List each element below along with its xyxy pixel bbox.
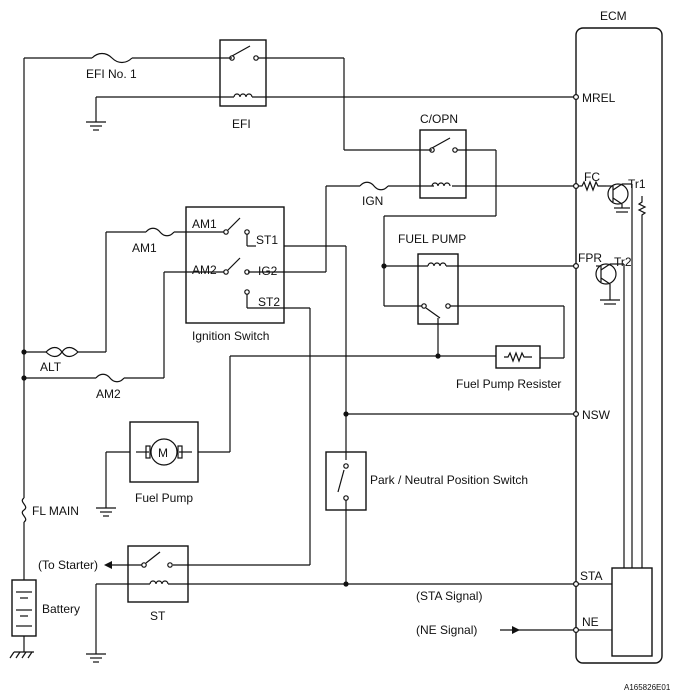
sta-label: STA (580, 569, 602, 583)
relay-contact (452, 147, 458, 153)
ignition-switch-box (185, 206, 285, 324)
ecm-terminal (572, 580, 579, 587)
switch-contact (343, 495, 349, 501)
transistor-tr2-icon (595, 263, 625, 568)
ground-icon (9, 651, 34, 659)
fc-label: FC (584, 170, 600, 184)
st-relay-coil (149, 580, 169, 585)
motor-icon (150, 438, 178, 466)
ecm-internal-block (611, 567, 653, 657)
motor-brush (145, 445, 151, 459)
am2-fuse (95, 373, 125, 383)
fc-resistor (578, 180, 606, 192)
am2-switch-label: AM2 (192, 263, 217, 277)
fuel-pump-relay-coil (427, 262, 447, 267)
ne-label: NE (582, 615, 599, 629)
ecm-terminal (572, 93, 579, 100)
efi-no1-fuse (91, 52, 133, 64)
switch-blade (227, 217, 241, 231)
ground-icon (86, 653, 106, 663)
nsw-label: NSW (582, 408, 611, 422)
am1-switch-label: AM1 (192, 217, 217, 231)
mrel-label: MREL (582, 91, 616, 105)
switch-contact (244, 289, 250, 295)
fl-main-label: FL MAIN (32, 504, 79, 518)
efi-no1-label: EFI No. 1 (86, 67, 137, 81)
efi-relay-coil (233, 93, 253, 98)
sta-signal-label: (STA Signal) (416, 589, 482, 603)
st1-label: ST1 (256, 233, 278, 247)
efi-relay-label: EFI (232, 117, 251, 131)
relay-switch-blade (145, 551, 161, 564)
ecm-terminal (572, 626, 579, 633)
relay-contact (141, 562, 147, 568)
ecm-terminal (572, 183, 579, 190)
copn-relay-box (419, 129, 467, 199)
ecm-terminal (572, 263, 579, 270)
alt-label: ALT (40, 360, 62, 374)
to-starter-label: (To Starter) (38, 558, 98, 572)
relay-contact (421, 303, 427, 309)
ecm-terminal (572, 411, 579, 418)
efi-relay-box (219, 39, 267, 107)
tr1-label: Tr1 (628, 177, 646, 191)
fuel-pump-resister-label: Fuel Pump Resister (456, 377, 561, 391)
ne-signal-label: (NE Signal) (416, 623, 477, 637)
relay-contact (253, 55, 259, 61)
switch-contact (244, 229, 250, 235)
fuel-pump-relay-label: FUEL PUMP (398, 232, 466, 246)
ecm-box (575, 27, 663, 664)
battery-label: Battery (42, 602, 80, 616)
copn-relay-coil (431, 182, 451, 187)
fpr-label: FPR (578, 251, 602, 265)
am1-fuse (145, 227, 175, 237)
motor-brush (177, 445, 183, 459)
park-neutral-label: Park / Neutral Position Switch (370, 473, 528, 487)
arrow-left-icon (104, 561, 112, 569)
ig2-label: IG2 (258, 264, 278, 278)
ign-fuse (359, 181, 389, 191)
fuel-pump-resister-zigzag (504, 351, 532, 363)
tr1-base-resistor (637, 196, 647, 221)
battery-box (11, 579, 37, 637)
ecm-label: ECM (600, 9, 627, 23)
copn-label: C/OPN (420, 112, 458, 126)
motor-symbol: M (158, 446, 168, 460)
st-relay-box (127, 545, 189, 603)
figure-code: A165826E01 (624, 683, 671, 692)
tr2-label: Tr2 (614, 255, 632, 269)
switch-blade (227, 257, 241, 271)
switch-contact (223, 269, 229, 275)
relay-contact (167, 562, 173, 568)
relay-switch-blade (231, 45, 251, 57)
ignition-switch-label: Ignition Switch (192, 329, 269, 343)
switch-contact (223, 229, 229, 235)
arrow-right-icon (512, 626, 520, 634)
switch-contact (244, 269, 250, 275)
switch-contact (343, 463, 349, 469)
fl-main-fusible-link (21, 497, 27, 523)
fuel-pump-resister-box (495, 345, 541, 369)
relay-switch-blade (431, 137, 451, 149)
switch-blade (337, 469, 345, 493)
relay-switch-blade (425, 307, 441, 319)
am1-fuse-label: AM1 (132, 241, 157, 255)
ign-label: IGN (362, 194, 383, 208)
ground-icon (86, 121, 106, 131)
st-relay-label: ST (150, 609, 166, 623)
fuel-pump-relay-box (417, 253, 459, 325)
am2-fuse-label: AM2 (96, 387, 121, 401)
fuel-pump-label: Fuel Pump (135, 491, 193, 505)
alt-fusible-link (45, 346, 79, 358)
st2-label: ST2 (258, 295, 280, 309)
relay-contact (445, 303, 451, 309)
ground-icon (96, 507, 116, 517)
transistor-tr1-icon (606, 183, 633, 568)
